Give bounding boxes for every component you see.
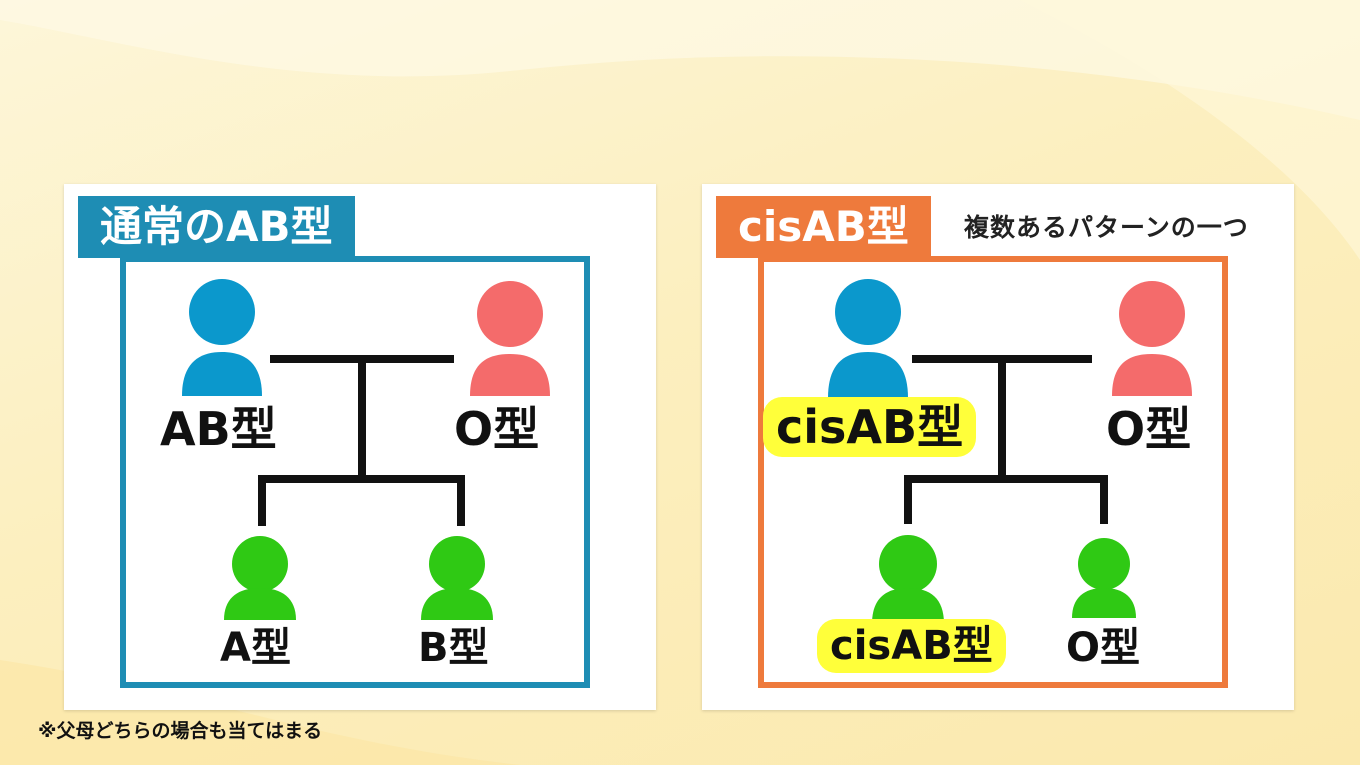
child2-person-icon [1072,538,1136,618]
father-person-icon [182,279,262,396]
child1-label: cisAB型 [820,622,1003,670]
cis-ab-panel: cisAB型 複数あるパターンの一つ cisAB型 O型 cisAB型 O型 [702,184,1294,710]
tree-lines [258,355,465,526]
mother-person-icon [470,281,550,396]
normal-ab-title: 通常のAB型 [78,196,355,258]
child2-person-icon [421,536,493,620]
cis-ab-frame [758,256,1228,688]
child1-person-icon [872,535,944,624]
child1-person-icon [224,536,296,620]
mother-person-icon [1112,281,1192,396]
footnote: ※父母どちらの場合も当てはまる [38,720,323,742]
cis-ab-family-tree [828,279,1192,624]
normal-ab-frame [120,256,590,688]
child1-label: A型 [220,625,291,671]
mother-label: O型 [454,402,540,456]
child2-label: B型 [418,625,489,671]
child2-label: O型 [1066,625,1141,671]
normal-ab-panel: 通常のAB型 AB型 O型 A型 B [64,184,656,710]
cis-ab-title: cisAB型 [716,196,931,258]
mother-label: O型 [1106,402,1192,456]
father-person-icon [828,279,908,398]
tree-lines [904,355,1108,524]
cis-ab-subtitle: 複数あるパターンの一つ [964,213,1249,242]
father-label: cisAB型 [766,400,974,454]
father-label: AB型 [160,402,277,456]
normal-ab-family-tree [182,279,550,620]
